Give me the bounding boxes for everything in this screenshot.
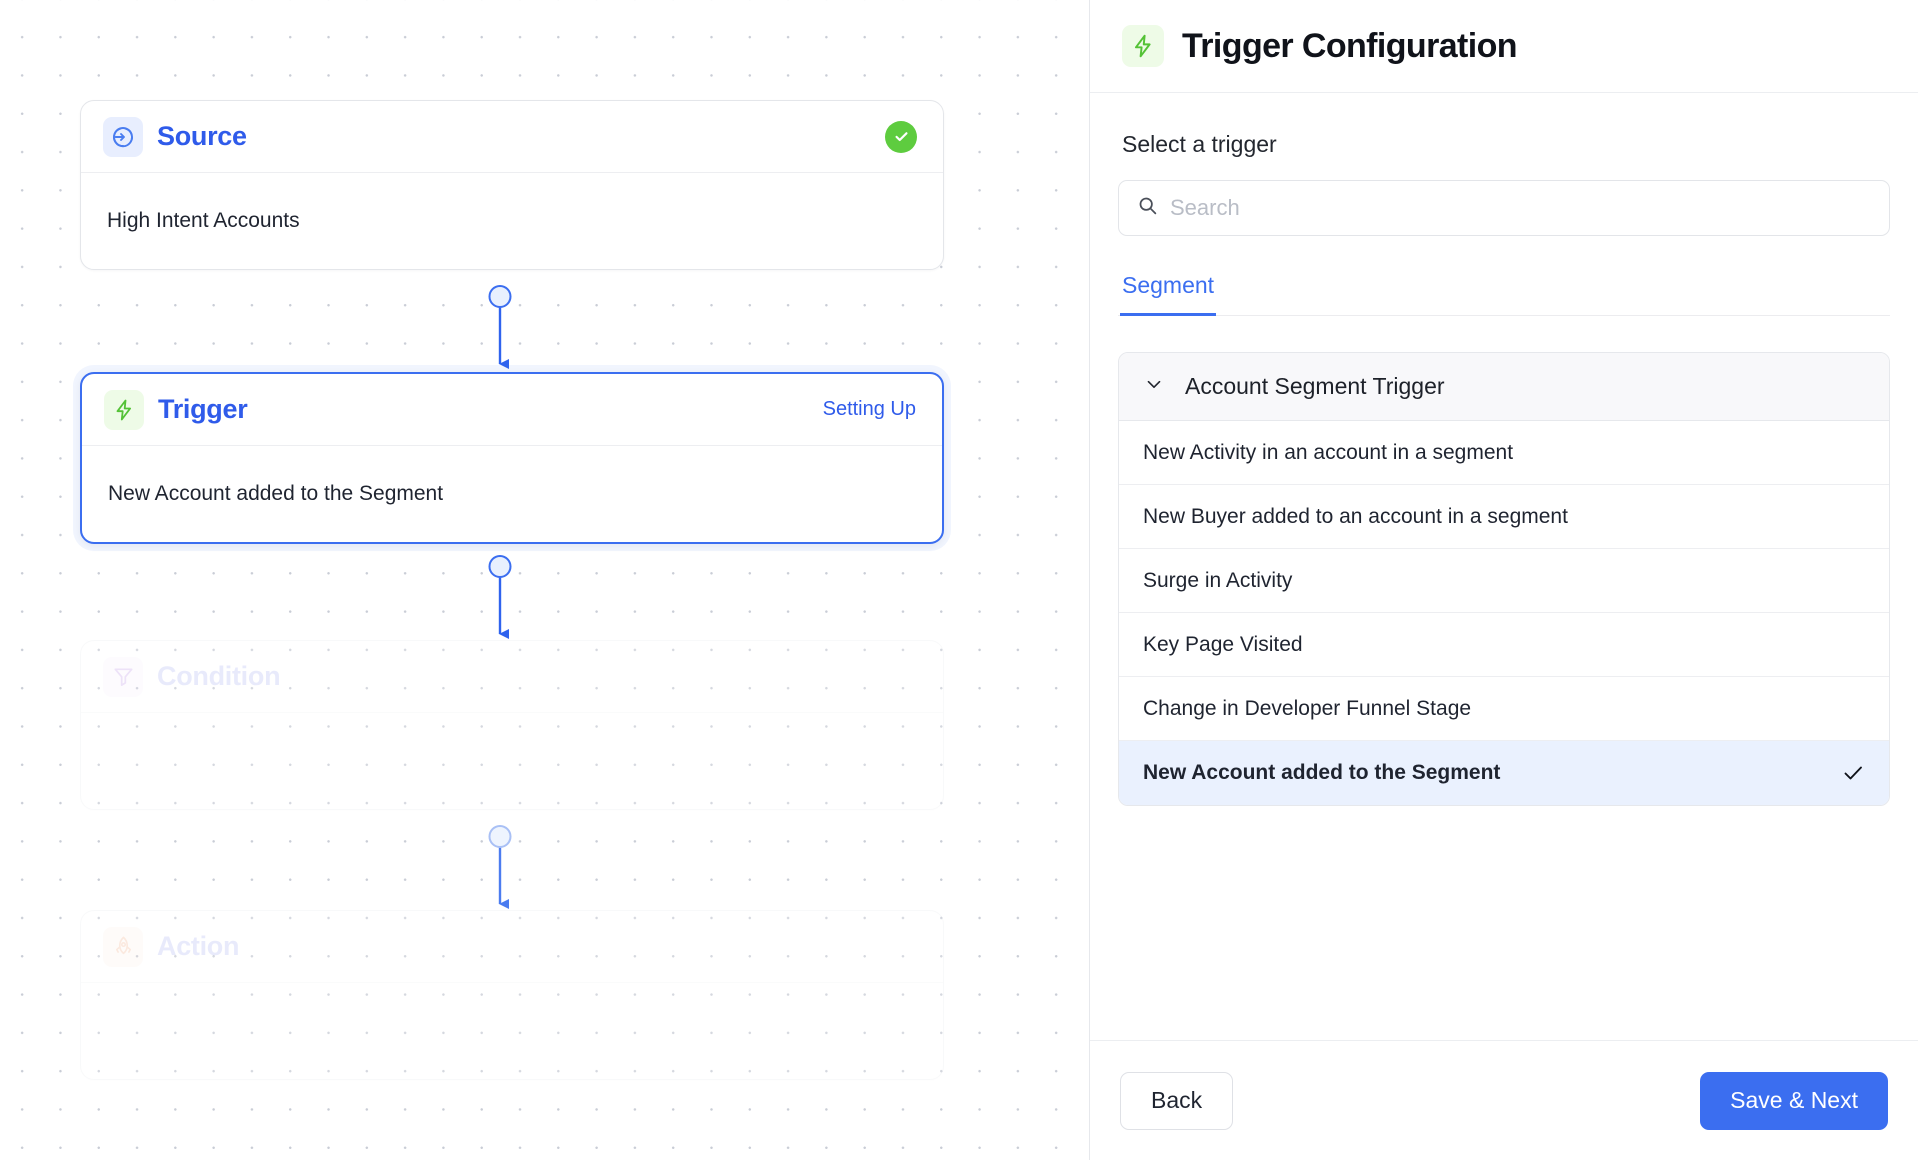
node-condition[interactable]: Condition: [80, 640, 944, 810]
node-action-header: Action: [81, 911, 943, 983]
status-badge-complete: [885, 120, 917, 153]
node-trigger-title: Trigger: [158, 394, 248, 424]
option-label: Change in Developer Funnel Stage: [1143, 696, 1472, 720]
node-trigger[interactable]: Trigger Setting Up New Account added to …: [80, 372, 944, 544]
funnel-icon: [103, 656, 143, 697]
option-label: New Account added to the Segment: [1143, 761, 1501, 784]
panel-footer: Back Save & Next: [1090, 1040, 1918, 1160]
node-source-body: High Intent Accounts: [81, 173, 943, 269]
checkmark-icon: [1841, 761, 1865, 785]
node-trigger-value: New Account added to the Segment: [108, 482, 444, 505]
option-label: New Buyer added to an account in a segme…: [1143, 504, 1568, 528]
list-item[interactable]: Surge in Activity: [1119, 549, 1889, 613]
trigger-options-list: Account Segment Trigger New Activity in …: [1118, 352, 1890, 806]
lightning-bolt-icon: [104, 389, 144, 430]
node-source-value: High Intent Accounts: [107, 209, 300, 232]
node-source-header: Source: [81, 101, 943, 173]
list-item[interactable]: New Activity in an account in a segment: [1119, 421, 1889, 485]
trigger-tabs: Segment: [1118, 268, 1890, 316]
select-trigger-label: Select a trigger: [1122, 131, 1277, 157]
search-icon: [1137, 195, 1158, 221]
connector-handle-trigger-out[interactable]: [488, 555, 512, 578]
node-action[interactable]: Action: [80, 910, 944, 1080]
rocket-icon: [103, 926, 143, 967]
workflow-canvas[interactable]: Source High Intent Accounts Trigger Sett…: [0, 0, 1090, 1160]
chevron-down-icon[interactable]: [1143, 373, 1165, 400]
node-trigger-status[interactable]: Setting Up: [822, 398, 916, 420]
trigger-group-header[interactable]: Account Segment Trigger: [1119, 353, 1889, 421]
enter-arrow-icon: [103, 116, 143, 157]
node-condition-body: [81, 713, 943, 809]
connector-handle-source-out[interactable]: [488, 285, 512, 308]
option-label: New Activity in an account in a segment: [1143, 440, 1514, 464]
node-source[interactable]: Source High Intent Accounts: [80, 100, 944, 270]
trigger-group-label: Account Segment Trigger: [1185, 373, 1445, 399]
tab-segment[interactable]: Segment: [1120, 268, 1217, 316]
node-source-title: Source: [157, 121, 247, 151]
list-item-selected[interactable]: New Account added to the Segment: [1119, 741, 1889, 805]
node-action-body: [81, 983, 943, 1079]
panel-header: Trigger Configuration: [1090, 0, 1918, 93]
node-condition-title: Condition: [157, 661, 281, 691]
option-label: Surge in Activity: [1143, 568, 1293, 592]
node-trigger-body: New Account added to the Segment: [82, 446, 942, 542]
list-item[interactable]: New Buyer added to an account in a segme…: [1119, 485, 1889, 549]
save-and-next-button[interactable]: Save & Next: [1700, 1071, 1888, 1130]
search-input[interactable]: [1170, 195, 1871, 221]
connector-handle-condition-out[interactable]: [488, 825, 512, 848]
node-condition-header: Condition: [81, 641, 943, 713]
node-trigger-header: Trigger Setting Up: [82, 374, 942, 446]
lightning-bolt-icon: [1122, 25, 1164, 67]
trigger-configuration-panel: Trigger Configuration Select a trigger S…: [1090, 0, 1918, 1160]
option-label: Key Page Visited: [1143, 632, 1303, 656]
panel-body: Select a trigger Segment Account Segment…: [1090, 93, 1918, 1040]
back-button[interactable]: Back: [1120, 1071, 1234, 1130]
page-title: Trigger Configuration: [1182, 26, 1518, 65]
list-item[interactable]: Change in Developer Funnel Stage: [1119, 677, 1889, 741]
search-field[interactable]: [1118, 180, 1890, 236]
node-action-title: Action: [157, 931, 240, 961]
list-item[interactable]: Key Page Visited: [1119, 613, 1889, 677]
